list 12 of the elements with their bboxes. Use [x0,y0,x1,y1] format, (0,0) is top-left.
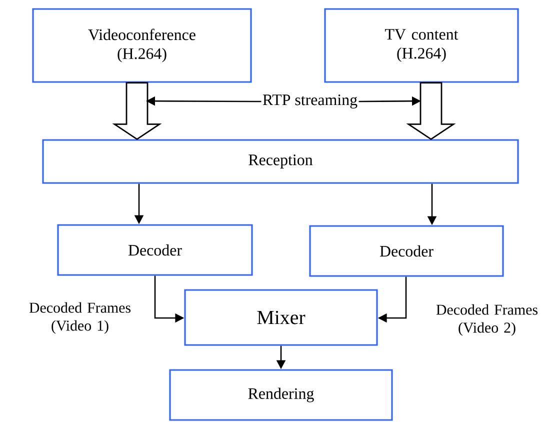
edge-label: Decoded Frames (Video 2) [434,303,540,337]
process-box: Mixer [184,289,378,346]
process-box: Decoder [309,225,504,277]
edge-label: Decoded Frames (Video 1) [27,301,133,335]
process-box: Reception [42,139,519,184]
process-box: Rendering [169,369,393,421]
process-box: TV content (H.264) [324,8,519,83]
annotation-text: RTP streaming [262,94,358,108]
process-box: Decoder [57,224,253,276]
process-box: Videoconference (H.264) [32,8,252,83]
block-arrow [112,82,162,140]
block-arrow [406,82,456,140]
